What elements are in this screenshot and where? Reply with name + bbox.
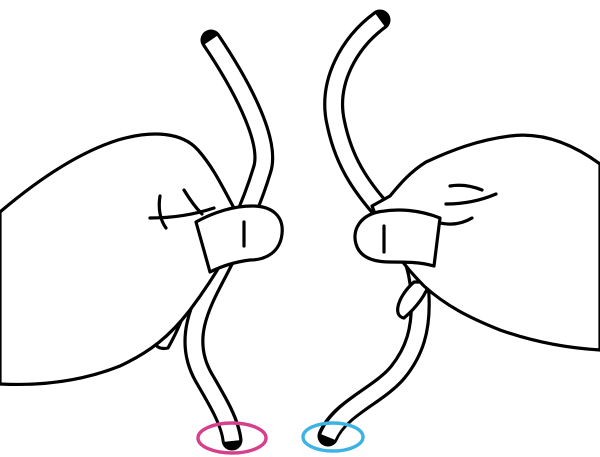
right-hand [355, 135, 600, 350]
left-hand [0, 134, 282, 384]
